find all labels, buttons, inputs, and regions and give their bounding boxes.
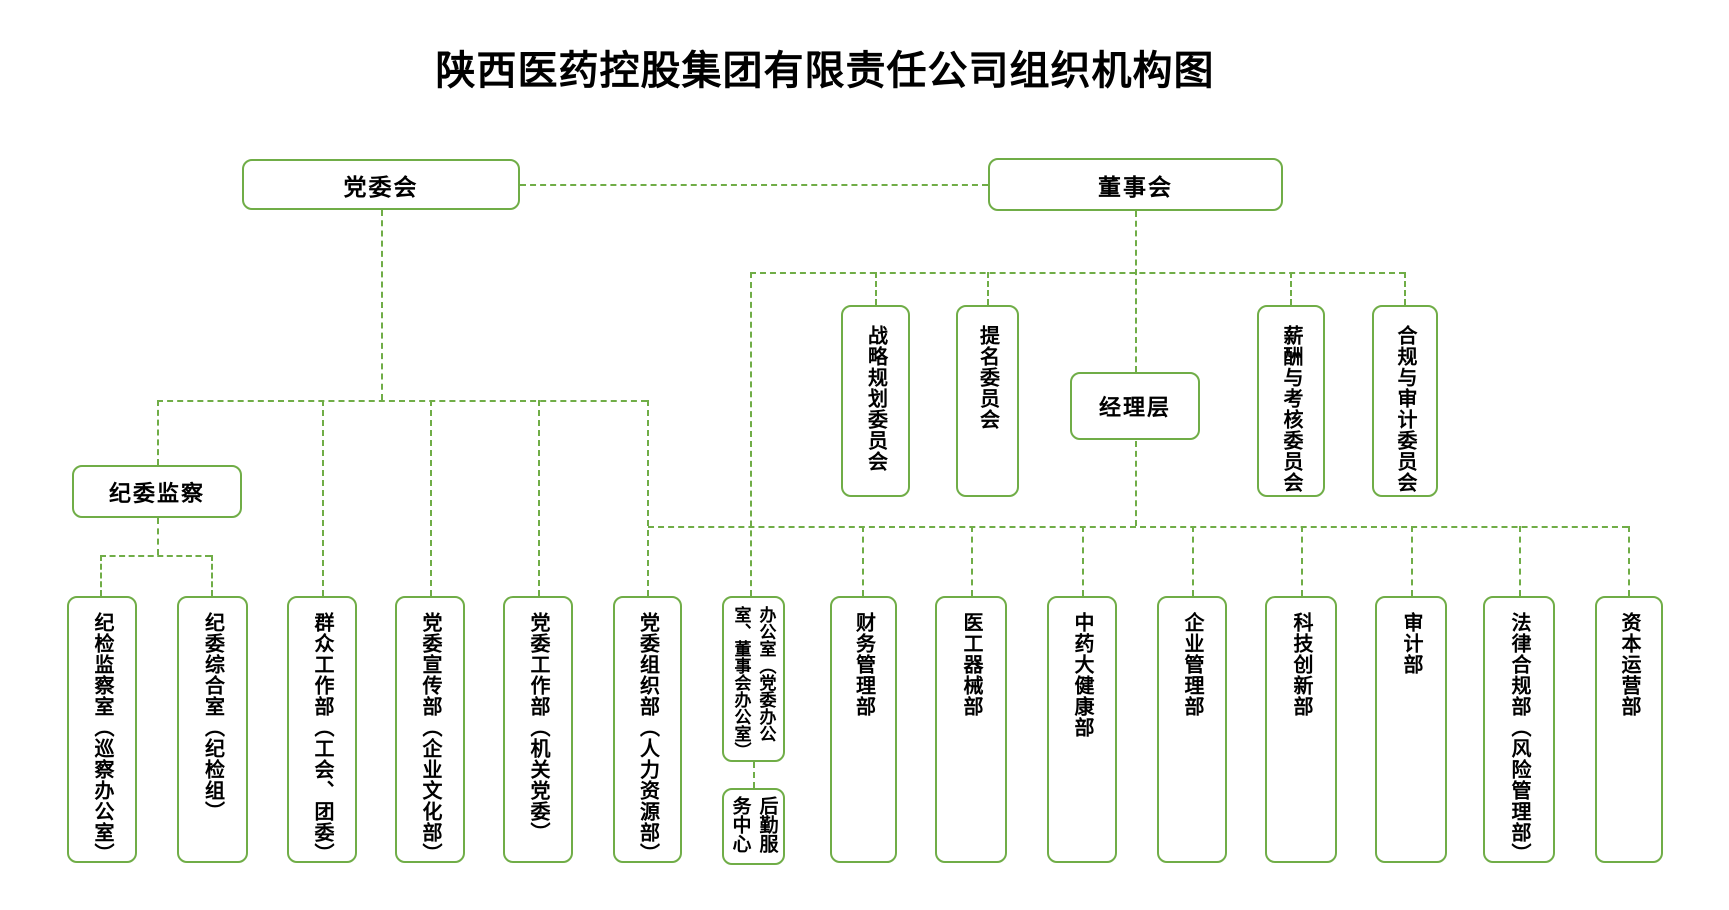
node-label: 群众工作部（工会、团委）: [311, 612, 333, 864]
connector-drop: [1301, 526, 1303, 596]
node-label: 党委会: [343, 173, 419, 200]
connector-drop: [1135, 441, 1137, 526]
node-board-of-directors[interactable]: 董事会: [988, 158, 1283, 211]
node-general-office[interactable]: 办公室（党委办公室、董事会办公室）: [722, 596, 785, 762]
page-title: 陕西医药控股集团有限责任公司组织机构图: [435, 49, 1215, 93]
connector-drop: [1082, 526, 1084, 596]
node-capital-operation-dept[interactable]: 资本运营部: [1595, 596, 1663, 863]
node-label: 中药大健康部: [1071, 612, 1093, 738]
node-label: 办公室（党委办公室、董事会办公室）: [731, 606, 776, 759]
node-label: 审计部: [1400, 612, 1422, 675]
node-compensation-assessment-committee[interactable]: 薪酬与考核委员会: [1257, 305, 1325, 497]
connector-committee-bus: [750, 272, 1405, 274]
node-discipline-inspection[interactable]: 纪委监察: [72, 465, 242, 518]
node-discipline-general-office[interactable]: 纪委综合室（纪检组）: [177, 596, 248, 863]
node-party-committee[interactable]: 党委会: [242, 159, 520, 210]
node-label: 经理层: [1098, 395, 1171, 420]
node-audit-dept[interactable]: 审计部: [1375, 596, 1447, 863]
connector-drop: [753, 762, 755, 788]
node-finance-dept[interactable]: 财务管理部: [830, 596, 897, 863]
connector-drop: [1135, 211, 1137, 372]
connector-drop: [1411, 526, 1413, 596]
node-enterprise-management-dept[interactable]: 企业管理部: [1157, 596, 1227, 863]
connector-drop: [1404, 272, 1406, 305]
node-label: 战略规划委员会: [864, 325, 887, 472]
connector-drop: [862, 526, 864, 596]
node-medical-devices-dept[interactable]: 医工器械部: [935, 596, 1007, 863]
node-label: 财务管理部: [852, 612, 875, 717]
connector-drop: [1192, 526, 1194, 596]
node-management-level[interactable]: 经理层: [1070, 372, 1200, 440]
node-compliance-audit-committee[interactable]: 合规与审计委员会: [1372, 305, 1438, 497]
connector-drop: [430, 400, 432, 596]
connector-drop: [211, 555, 213, 596]
node-label: 合规与审计委员会: [1394, 325, 1416, 493]
node-label: 党委宣传部（企业文化部）: [419, 612, 441, 864]
connector-drop: [1519, 526, 1521, 596]
connector-drop: [1628, 526, 1630, 596]
connector-department-bus: [648, 526, 1628, 528]
node-label: 党委工作部（机关党委）: [527, 612, 549, 843]
node-inspection-office[interactable]: 纪检监察室（巡察办公室）: [67, 596, 137, 864]
node-label: 资本运营部: [1618, 612, 1640, 717]
node-label: 纪委监察: [108, 480, 205, 506]
node-organization-dept[interactable]: 党委组织部（人力资源部）: [613, 596, 682, 864]
connector-drop: [157, 400, 159, 465]
node-label: 法律合规部（风险管理部）: [1508, 612, 1530, 864]
node-tcm-health-dept[interactable]: 中药大健康部: [1047, 596, 1117, 863]
node-label: 企业管理部: [1181, 612, 1203, 717]
connector-drop: [750, 272, 752, 596]
node-label: 后勤服务中心: [729, 796, 778, 853]
connector-drop: [971, 526, 973, 596]
connector-drop: [538, 400, 540, 596]
node-label: 薪酬与考核委员会: [1280, 325, 1302, 493]
node-label: 提名委员会: [976, 325, 999, 430]
node-label: 纪委综合室（纪检组）: [201, 612, 224, 822]
node-strategy-planning-committee[interactable]: 战略规划委员会: [841, 305, 910, 497]
node-label: 董事会: [1098, 173, 1173, 200]
connector-drop: [875, 272, 877, 305]
node-logistics-service-center[interactable]: 后勤服务中心: [722, 788, 785, 865]
connector-drop: [647, 400, 649, 596]
node-label: 纪检监察室（巡察办公室）: [91, 612, 113, 864]
node-label: 党委组织部（人力资源部）: [636, 612, 659, 864]
connector-drop: [381, 210, 383, 400]
connector-drop: [100, 555, 102, 596]
node-legal-compliance-dept[interactable]: 法律合规部（风险管理部）: [1483, 596, 1555, 864]
node-publicity-dept[interactable]: 党委宣传部（企业文化部）: [395, 596, 465, 864]
connector-drop: [987, 272, 989, 305]
node-mass-work-dept[interactable]: 群众工作部（工会、团委）: [287, 596, 357, 864]
connector-drop: [322, 400, 324, 596]
node-label: 科技创新部: [1290, 612, 1312, 717]
node-party-work-dept[interactable]: 党委工作部（机关党委）: [503, 596, 573, 863]
node-label: 医工器械部: [960, 612, 982, 717]
connector-party-board: [520, 184, 988, 186]
connector-party-bus: [157, 400, 647, 402]
node-tech-innovation-dept[interactable]: 科技创新部: [1265, 596, 1337, 863]
connector-discipline-bus: [100, 555, 211, 557]
connector-drop: [157, 518, 159, 555]
node-nomination-committee[interactable]: 提名委员会: [956, 305, 1019, 497]
connector-drop: [1290, 272, 1292, 305]
